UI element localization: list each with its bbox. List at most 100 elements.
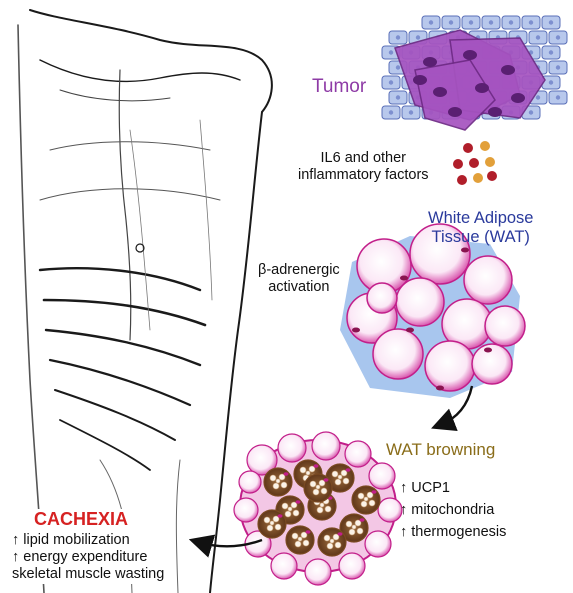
- lipid-droplet: [325, 506, 331, 512]
- lipid-droplet: [335, 542, 341, 548]
- lipid-droplet: [346, 521, 352, 527]
- white-adipocyte: [339, 553, 365, 579]
- wat-title: White Adipose Tissue (WAT): [428, 209, 533, 248]
- epithelial-nucleus: [396, 35, 400, 39]
- epithelial-nucleus: [489, 20, 493, 24]
- lipid-droplet: [275, 524, 281, 530]
- lipid-droplet: [313, 489, 319, 495]
- inflammatory-dot: [473, 173, 483, 183]
- lipid-droplet: [332, 471, 338, 477]
- tumor-nucleus: [463, 50, 477, 60]
- white-adipocyte: [425, 341, 475, 391]
- epithelial-nucleus: [549, 50, 553, 54]
- lipid-droplet: [276, 479, 280, 483]
- epithelial-nucleus: [429, 20, 433, 24]
- tumor-nucleus: [423, 57, 437, 67]
- lipid-droplet: [282, 503, 288, 509]
- lipid-droplet: [281, 482, 287, 488]
- white-adipocyte: [485, 306, 525, 346]
- epithelial-nucleus: [556, 95, 560, 99]
- torso-illustration: [18, 10, 272, 593]
- inflammatory-dot: [480, 141, 490, 151]
- adipocyte-nucleus: [360, 518, 365, 522]
- lipid-droplet: [369, 500, 375, 506]
- adipocyte-nucleus: [296, 500, 301, 504]
- lipid-droplet: [306, 471, 310, 475]
- epithelial-nucleus: [529, 110, 533, 114]
- browning-effect-item: ↑ UCP1: [400, 480, 506, 497]
- white-adipocyte: [464, 256, 512, 304]
- cachexia-effect-item: ↑ energy expenditure: [12, 549, 164, 566]
- epithelial-nucleus: [556, 35, 560, 39]
- epithelial-nucleus: [549, 80, 553, 84]
- inflammatory-factor-dots: [453, 141, 497, 185]
- adipocyte-nucleus: [324, 478, 329, 482]
- white-adipocyte: [239, 471, 261, 493]
- inflammatory-dot: [487, 171, 497, 181]
- lipid-droplet: [264, 517, 270, 523]
- white-adipocyte: [234, 498, 258, 522]
- cachexia-title: CACHEXIA: [34, 509, 164, 530]
- epithelial-nucleus: [416, 35, 420, 39]
- lipid-droplet: [267, 525, 273, 531]
- inflammatory-dot: [485, 157, 495, 167]
- wat-title-line-2: Tissue (WAT): [428, 228, 533, 247]
- inflammatory-line-2: inflammatory factors: [298, 167, 429, 184]
- adipocyte-nucleus: [484, 348, 492, 353]
- lipid-droplet: [330, 539, 334, 543]
- lipid-droplet: [352, 525, 356, 529]
- epithelial-nucleus: [529, 20, 533, 24]
- adipocyte-nucleus: [284, 472, 289, 476]
- cachexia-effect-item: ↑ lipid mobilization: [12, 532, 164, 549]
- beta-line-1: β-adrenergic: [258, 262, 340, 279]
- inflammatory-dot: [457, 175, 467, 185]
- lipid-droplet: [295, 541, 301, 547]
- white-adipocyte: [278, 434, 306, 462]
- adipocyte-nucleus: [314, 464, 319, 468]
- beta-adrenergic-label: β-adrenergic activation: [258, 262, 340, 296]
- epithelial-nucleus: [396, 65, 400, 69]
- epithelial-nucleus: [409, 110, 413, 114]
- adipocyte-nucleus: [372, 490, 377, 494]
- cachexia-effect-item: skeletal muscle wasting: [12, 566, 164, 583]
- lipid-droplet: [298, 537, 302, 541]
- white-adipocyte: [367, 283, 397, 313]
- epithelial-nucleus: [509, 20, 513, 24]
- adipocyte-nucleus: [338, 532, 343, 536]
- white-adipocyte: [369, 463, 395, 489]
- inflammatory-dot: [453, 159, 463, 169]
- adipocyte-nucleus: [461, 248, 469, 253]
- epithelial-nucleus: [536, 95, 540, 99]
- lipid-droplet: [285, 511, 291, 517]
- wat-browning-label: WAT browning: [386, 440, 495, 460]
- adipocyte-nucleus: [436, 386, 444, 391]
- white-adipocyte: [345, 441, 371, 467]
- white-adipocyte: [396, 278, 444, 326]
- lipid-droplet: [357, 528, 363, 534]
- lipid-droplet: [288, 507, 292, 511]
- beige-adipose-tissue: [234, 432, 402, 585]
- epithelial-nucleus: [469, 20, 473, 24]
- tumor-nucleus: [475, 83, 489, 93]
- epithelial-nucleus: [389, 110, 393, 114]
- lipid-droplet: [338, 475, 342, 479]
- lipid-droplet: [303, 540, 309, 546]
- epithelial-nucleus: [389, 50, 393, 54]
- epithelial-nucleus: [556, 65, 560, 69]
- lipid-droplet: [321, 488, 327, 494]
- browning-effects-list: ↑ UCP1 ↑ mitochondria ↑ thermogenesis: [400, 480, 506, 546]
- white-adipocyte: [312, 432, 340, 460]
- inflammatory-dot: [469, 158, 479, 168]
- tumor-nucleus: [488, 107, 502, 117]
- adipocyte-nucleus: [346, 468, 351, 472]
- tumor-nucleus: [501, 65, 515, 75]
- inflammatory-dot: [463, 143, 473, 153]
- adipocyte-nucleus: [352, 328, 360, 333]
- epithelial-nucleus: [396, 95, 400, 99]
- inflammatory-line-1: IL6 and other: [298, 150, 429, 167]
- lipid-droplet: [273, 483, 279, 489]
- lipid-droplet: [335, 479, 341, 485]
- epithelial-nucleus: [536, 35, 540, 39]
- lipid-droplet: [300, 467, 306, 473]
- epithelial-nucleus: [389, 80, 393, 84]
